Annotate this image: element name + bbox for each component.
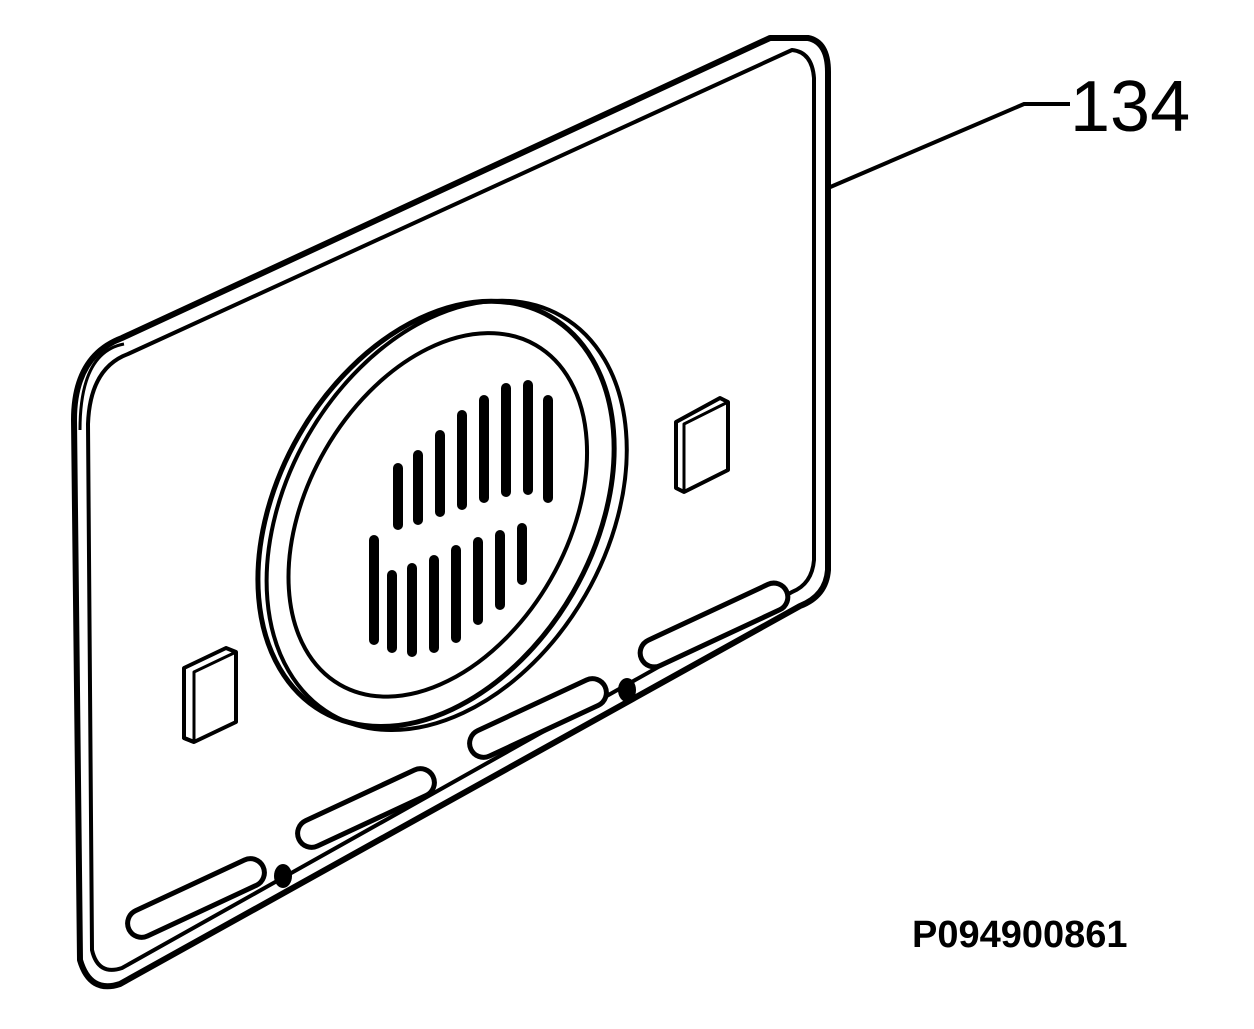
plate-edge-highlight — [78, 342, 125, 431]
vent-ring — [255, 298, 629, 733]
part-callout-label: 134 — [1070, 67, 1190, 147]
bottom-slot-3 — [467, 676, 609, 760]
drawing-code-label: P094900861 — [912, 914, 1128, 956]
square-tab-left — [182, 646, 238, 744]
bottom-slot-4 — [637, 580, 791, 670]
bottom-slot-1 — [125, 856, 267, 940]
square-tab-right — [674, 396, 730, 494]
callout-leader-line — [827, 102, 1070, 190]
bottom-slot-2 — [295, 766, 437, 850]
plate-face — [86, 48, 816, 972]
bottom-holes — [274, 678, 636, 888]
vent-slots-upper — [393, 380, 553, 530]
vent-slots-lower — [369, 523, 527, 657]
bottom-slots — [125, 580, 791, 940]
